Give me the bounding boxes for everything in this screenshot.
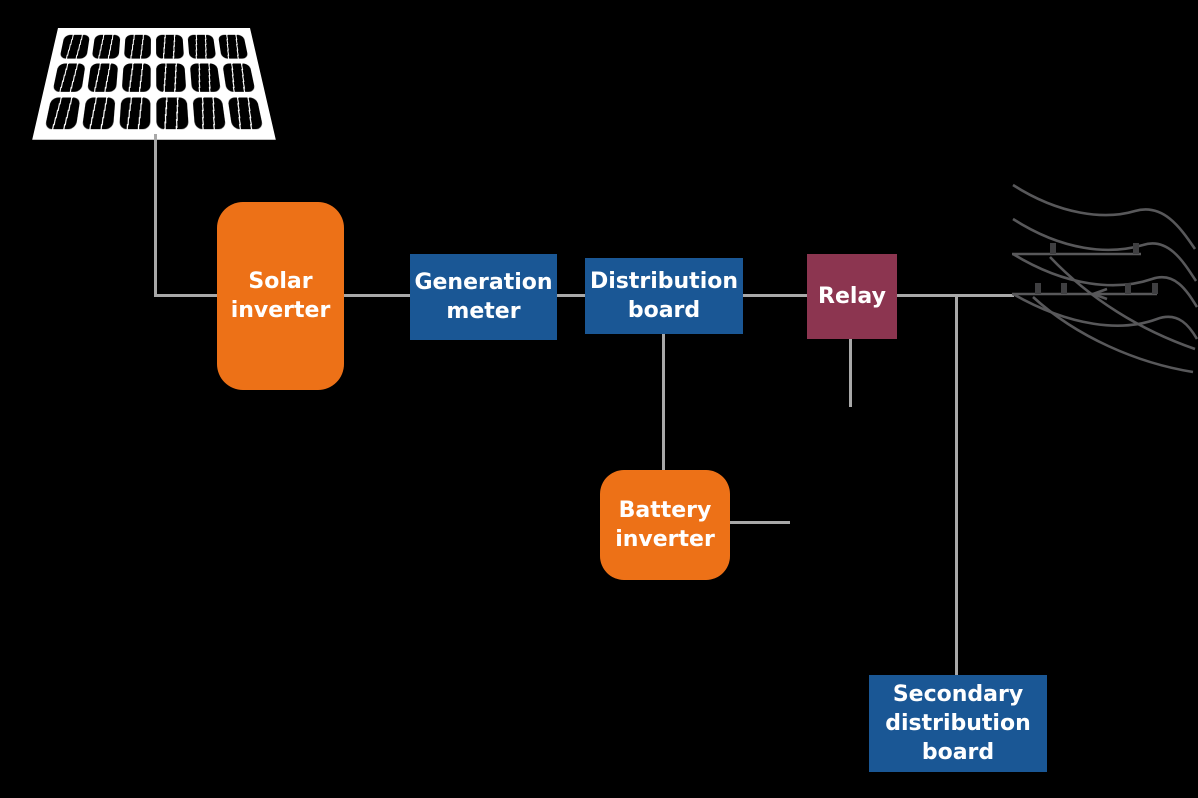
connector-board-to-battery-inverter <box>662 334 665 470</box>
node-relay: Relay <box>807 254 897 339</box>
node-generation-meter: Generation meter <box>410 254 557 340</box>
solar-panel-icon <box>32 28 276 140</box>
connector-relay-stub <box>849 339 852 407</box>
solar-panel-cells <box>44 34 264 130</box>
node-battery-inverter: Battery inverter <box>600 470 730 580</box>
connector-board-to-relay <box>743 294 807 297</box>
connector-panel-to-inverter-vertical <box>154 134 157 297</box>
connector-meter-to-board <box>557 294 585 297</box>
node-battery-inverter-label: Battery inverter <box>615 497 715 552</box>
connector-panel-to-inverter-horizontal <box>154 294 217 297</box>
node-secondary-distribution-board: Secondary distribution board <box>869 675 1047 772</box>
node-distribution-board: Distribution board <box>585 258 743 334</box>
node-solar-inverter: Solar inverter <box>217 202 344 390</box>
power-lines-icon <box>1005 175 1198 380</box>
connector-inverter-to-meter <box>344 294 410 297</box>
node-distribution-board-label: Distribution board <box>589 268 739 323</box>
node-generation-meter-label: Generation meter <box>414 269 553 324</box>
node-relay-label: Relay <box>818 283 886 309</box>
node-solar-inverter-label: Solar inverter <box>230 268 331 323</box>
connector-battery-inverter-stub <box>730 521 790 524</box>
node-secondary-distribution-board-label: Secondary distribution board <box>885 681 1031 766</box>
connector-grid-to-secondary-board <box>955 294 958 675</box>
